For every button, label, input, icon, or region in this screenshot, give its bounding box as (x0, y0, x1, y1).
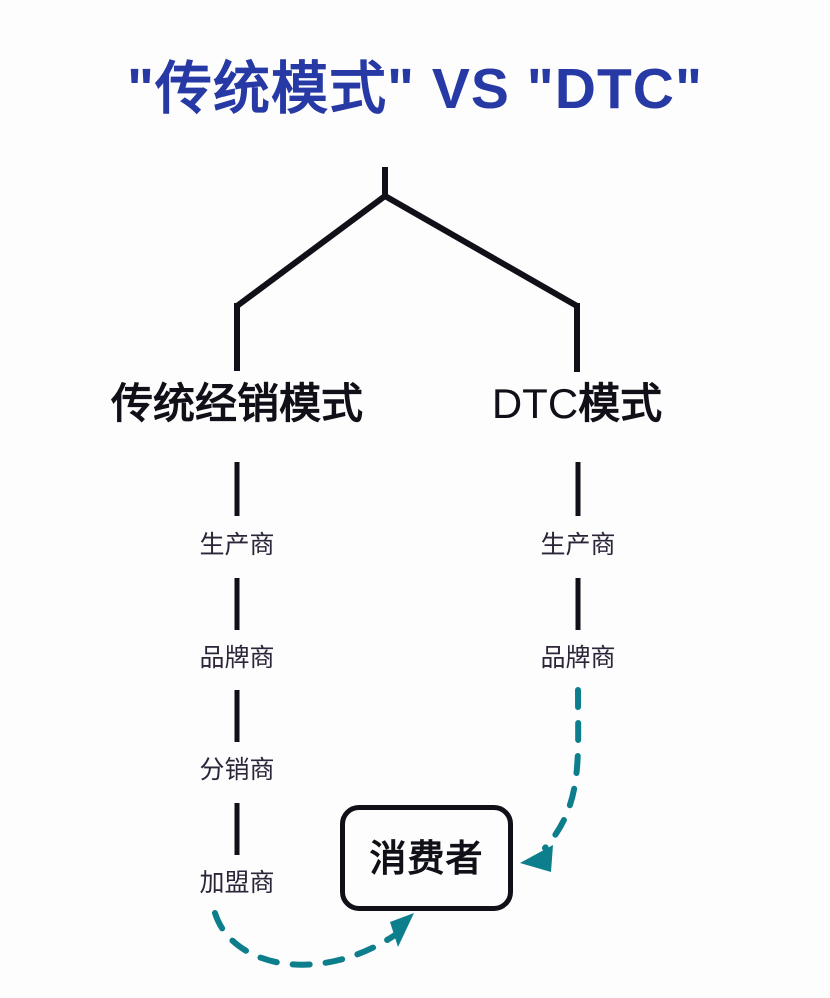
flow-franchise-to-consumer-arrowhead (390, 913, 414, 947)
flow-franchise-to-consumer-line (212, 910, 398, 968)
flow-brand-to-consumer-line (542, 687, 582, 851)
node-left-manufacturer: 生产商 (199, 531, 275, 559)
node-right-manufacturer: 生产商 (540, 531, 616, 559)
bracket-connector (234, 167, 580, 372)
flow-brand-to-consumer-arrowhead (520, 845, 553, 872)
node-left-franchisee: 加盟商 (199, 869, 275, 897)
page-title: "传统模式" VS "DTC" (127, 57, 703, 121)
flow-brand-to-consumer (520, 687, 582, 872)
bracket-left-diagonal (235, 193, 387, 309)
node-right-brand: 品牌商 (540, 644, 616, 672)
branch-label-traditional: 传统经销模式 (110, 380, 363, 427)
branch-label-dtc: DTC模式 (437, 383, 717, 425)
flow-franchise-to-consumer (212, 910, 414, 968)
consumer-box-label: 消费者 (369, 837, 484, 879)
node-left-brand: 品牌商 (199, 644, 275, 672)
branch-label-dtc-latin: DTC (491, 380, 579, 427)
branch-label-dtc-cjk: 模式 (578, 380, 663, 427)
bracket-right-diagonal (383, 193, 579, 309)
node-left-distributor: 分销商 (199, 756, 275, 784)
consumer-box: 消费者 (340, 805, 513, 911)
